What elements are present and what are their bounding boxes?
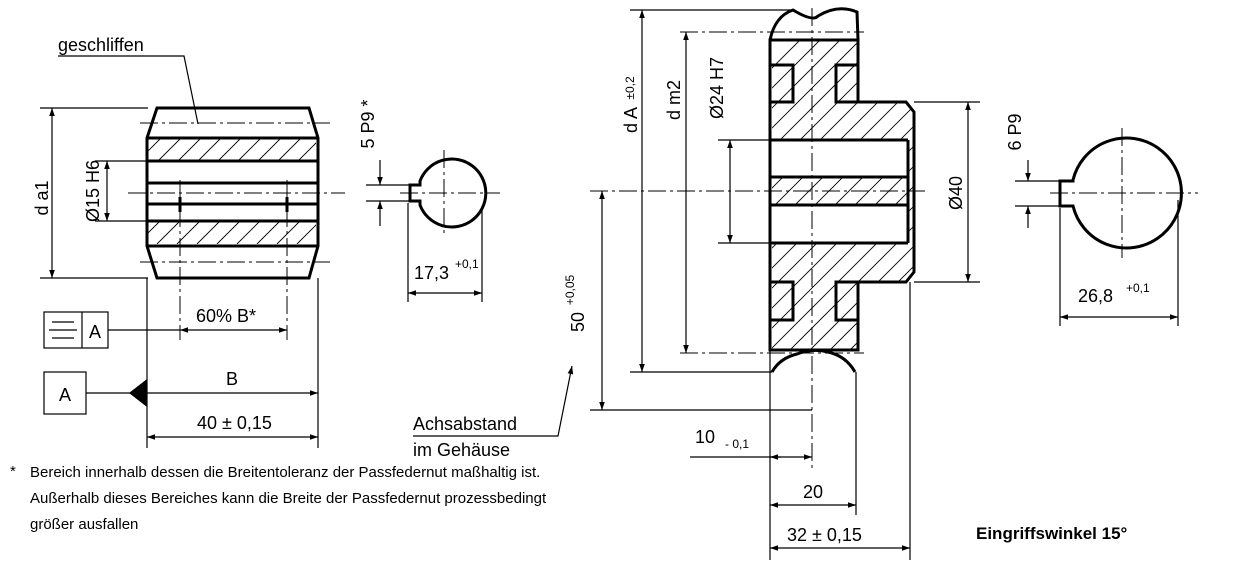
dA-tol: ±0,2 — [623, 76, 637, 100]
dA-label: d A — [621, 107, 641, 133]
key-depth-right: 26,8 — [1078, 286, 1113, 306]
pinion-hatch-upper — [148, 139, 316, 160]
bore-right-label: Ø24 H7 — [707, 57, 727, 119]
dim-10: 10 — [695, 427, 715, 447]
pinion-hatch-lower — [148, 221, 316, 244]
hub-dia-label: Ø40 — [946, 176, 966, 210]
key-depth-left: 17,3 — [414, 263, 449, 283]
keyway-left-label: 5 P9 * — [358, 99, 378, 148]
datum-a-label: A — [59, 385, 71, 405]
pinion-view — [128, 106, 345, 340]
width-40-label: 40 — [197, 413, 217, 433]
achsabstand-leader — [413, 365, 574, 437]
da1-label: d a1 — [32, 180, 52, 215]
key-depth-left-tol: +0,1 — [455, 257, 479, 271]
footnote-line-1: Bereich innerhalb dessen die Breitentole… — [30, 464, 540, 481]
keyway-right-label: 6 P9 — [1005, 113, 1025, 150]
symmetry-datum: A — [89, 322, 101, 342]
key-depth-right-tol: +0,1 — [1126, 281, 1150, 295]
dim-10-tol: - 0,1 — [725, 437, 749, 451]
width-40-tol: ± 0,15 — [222, 413, 272, 433]
footnote-line-3: größer ausfallen — [30, 516, 138, 533]
geschliffen-leader — [58, 55, 199, 125]
achsabstand-line-2: im Gehäuse — [413, 440, 510, 460]
footnote-star: * — [10, 463, 16, 480]
eingriffswinkel-label: Eingriffswinkel 15° — [976, 524, 1128, 543]
sixty-percent-label: 60% B* — [196, 306, 256, 326]
width-b-label: B — [226, 369, 238, 389]
geschliffen-label: geschliffen — [58, 35, 144, 55]
center-dist-tol: +0,05 — [563, 274, 577, 305]
wheel-view — [590, 7, 925, 470]
wheel-outline — [768, 38, 916, 352]
dim-20: 20 — [803, 482, 823, 502]
center-dist-label: 50 — [568, 312, 588, 332]
pinion-outline — [145, 106, 320, 280]
achsabstand-line-1: Achsabstand — [413, 414, 517, 434]
dim-32-tol: ± 0,15 — [812, 525, 862, 545]
dim-32: 32 — [787, 525, 807, 545]
datum-triangle — [129, 379, 147, 407]
dm2-label: d m2 — [664, 80, 684, 120]
footnote-line-2: Außerhalb dieses Bereiches kann die Brei… — [30, 490, 547, 507]
keyhole-right — [1050, 128, 1198, 258]
keyhole-left — [400, 150, 500, 236]
bore-left-label: Ø15 H6 — [83, 160, 103, 222]
